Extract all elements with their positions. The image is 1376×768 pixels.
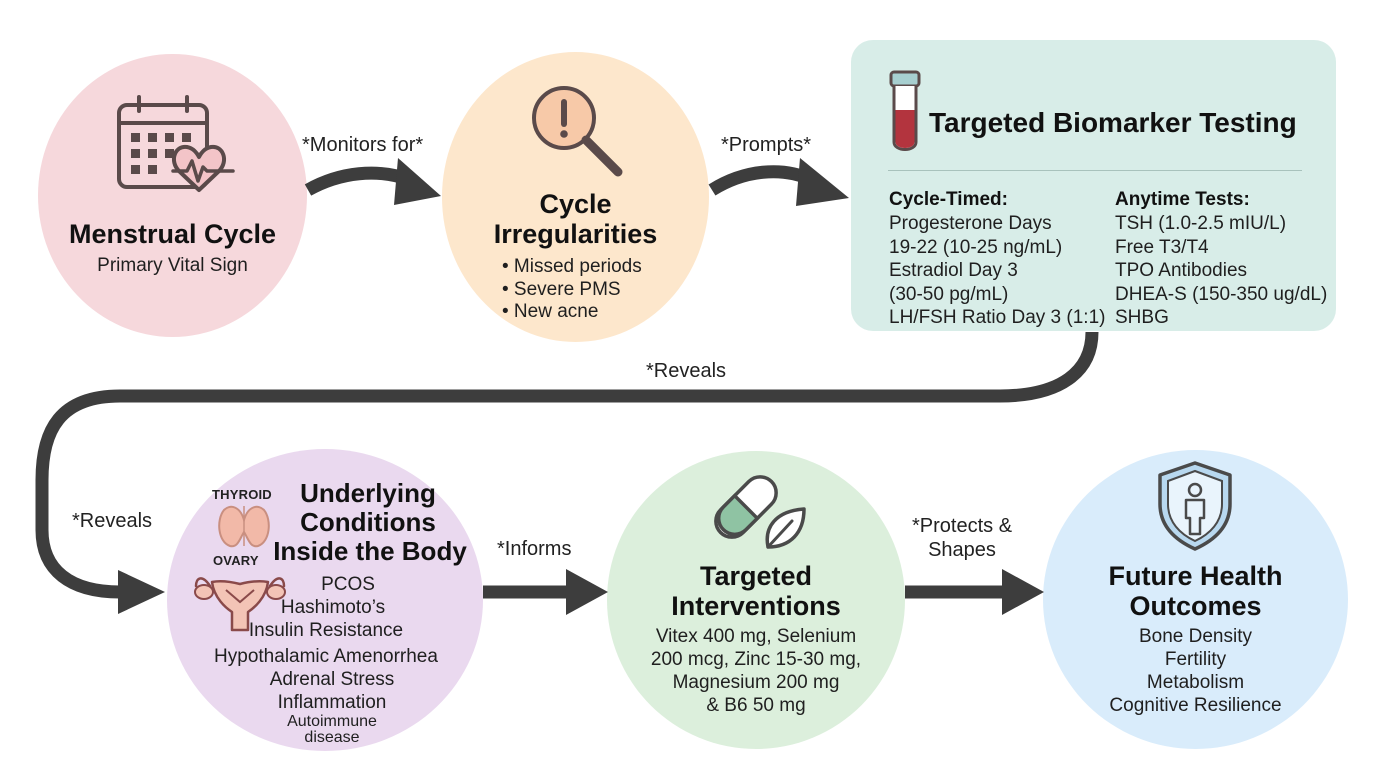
edge-label-informs: *Informs (497, 538, 572, 560)
underlying-conditions-title-line3: Inside the Body (273, 536, 467, 566)
list-item: • Missed periods (502, 256, 642, 277)
anytime-test-line: TSH (1.0-2.5 mIU/L) (1115, 213, 1287, 234)
cycle-irregularities-title-line2: Irregularities (493, 219, 658, 249)
future-health-title-line2: Outcomes (1129, 591, 1262, 621)
targeted-interventions-title-line1: Targeted (699, 561, 813, 591)
arrowhead-informs (566, 569, 608, 615)
edge-label-protects-line2: Shapes (928, 539, 996, 561)
arrow-reveals-loop (35, 331, 1099, 599)
condition-item: Inflammation (277, 692, 387, 713)
shield-person-icon (1158, 461, 1232, 551)
outcome-line: Cognitive Resilience (1109, 695, 1282, 716)
condition-item-autoimmune-line2: disease (304, 729, 360, 746)
intervention-line: Vitex 400 mg, Selenium (655, 626, 857, 647)
targeted-interventions-title-line2: Interventions (671, 591, 841, 621)
biomarker-testing-title: Targeted Biomarker Testing (929, 107, 1297, 138)
list-item: • Severe PMS (502, 278, 621, 300)
thyroid-icon (218, 505, 270, 548)
arrowhead-reveals (118, 570, 165, 614)
menstrual-cycle-subtitle: Primary Vital Sign (97, 255, 248, 276)
edge-label-prompts: *Prompts* (721, 134, 812, 156)
condition-item: PCOS (321, 574, 375, 595)
edge-label-protects: *Protects & Shapes (912, 514, 1012, 562)
list-item: • New acne (502, 301, 599, 322)
menstrual-cycle-node (38, 54, 307, 337)
intervention-line: Magnesium 200 mg (672, 672, 840, 693)
calendar-heart-icon (117, 95, 235, 192)
thyroid-label: THYROID (212, 487, 272, 502)
anytime-test-line: Free T3/T4 (1115, 236, 1209, 258)
uterus-ovary-icon (194, 577, 286, 632)
outcome-line: Fertility (1164, 649, 1227, 670)
cycle-irregularities-title-line1: Cycle (539, 189, 612, 219)
condition-item: Insulin Resistance (248, 620, 404, 641)
anytime-tests-heading: Anytime Tests: (1115, 189, 1250, 210)
menstrual-cycle-title: Menstrual Cycle (68, 219, 277, 249)
anytime-test-line: TPO Antibodies (1115, 260, 1248, 281)
condition-item: Adrenal Stress (269, 669, 395, 690)
edge-label-reveals-top: *Reveals (646, 360, 727, 382)
blood-tube-icon (889, 70, 921, 151)
future-health-title-line1: Future Health (1108, 561, 1283, 591)
arrow-monitors-for (304, 166, 413, 196)
cycle-irregularities-list: • Missed periods • Severe PMS • New acne (502, 256, 642, 324)
condition-item: Hypothalamic Amenorrhea (214, 646, 438, 667)
condition-item: Hashimoto’s (280, 597, 386, 618)
cycle-timed-line: Progesterone Days (889, 213, 1052, 234)
cycle-timed-line: (30-50 pg/mL) (889, 283, 1009, 305)
cycle-timed-heading: Cycle-Timed: (889, 189, 1008, 210)
edge-label-monitors-for: *Monitors for* (302, 134, 424, 156)
arrowhead-protects (1002, 569, 1044, 615)
edge-label-protects-line1: *Protects & (912, 515, 1013, 537)
intervention-line: & B6 50 mg (706, 695, 806, 716)
biomarker-testing-panel (851, 40, 1336, 331)
arrowhead-monitors-for (394, 158, 441, 205)
magnifier-alert-icon (532, 86, 623, 177)
cycle-timed-line: 19-22 (10-25 ng/mL) (889, 236, 1063, 258)
arrow-prompts (708, 165, 815, 196)
condition-item-autoimmune-line1: Autoimmune (287, 713, 377, 730)
underlying-conditions-title-line2: Conditions (300, 507, 436, 537)
anytime-test-line: SHBG (1115, 307, 1169, 328)
panel-divider (888, 170, 1302, 171)
outcome-line: Bone Density (1138, 626, 1252, 647)
cycle-timed-line: Estradiol Day 3 (889, 260, 1018, 281)
ovary-label: OVARY (213, 553, 259, 568)
anytime-test-line: DHEA-S (150-350 ug/dL) (1115, 283, 1328, 305)
arrowhead-prompts (796, 158, 849, 206)
underlying-conditions-title-line1: Underlying (300, 478, 436, 508)
capsule-leaf-icon (714, 475, 806, 549)
outcome-line: Metabolism (1146, 672, 1245, 693)
edge-label-reveals-left: *Reveals (72, 510, 153, 532)
cycle-timed-line: LH/FSH Ratio Day 3 (1:1) (889, 307, 1106, 328)
intervention-line: 200 mcg, Zinc 15-30 mg, (650, 649, 862, 670)
